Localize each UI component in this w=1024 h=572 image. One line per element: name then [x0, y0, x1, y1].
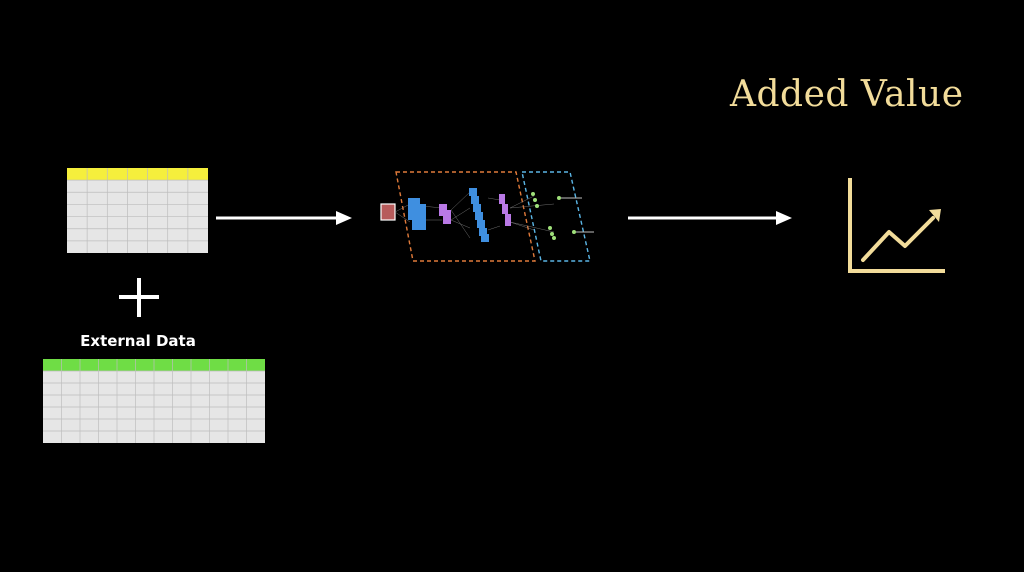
arrow-right-icon [216, 211, 352, 225]
plus-icon [119, 278, 159, 317]
primary-table-grid [67, 168, 208, 253]
arrow-right-icon [628, 211, 792, 225]
external-data-table [43, 359, 265, 443]
primary-table-header [67, 168, 208, 180]
external-table-grid [43, 359, 265, 443]
growth-chart-icon [848, 178, 945, 273]
input-image [380, 203, 396, 221]
neural-network-icon [380, 171, 594, 262]
conv-layer-1b [412, 204, 426, 230]
primary-table-body [67, 168, 208, 253]
pool-layer-stack [499, 194, 511, 226]
classifier-frame [521, 171, 591, 262]
added-value-title: Added Value [730, 74, 964, 115]
conv-layer-stack [469, 188, 489, 242]
pool-layer-1b [443, 210, 451, 224]
feature-extractor-frame [395, 171, 536, 262]
primary-data-table [67, 168, 208, 253]
network-connections [394, 191, 555, 239]
classifier-outputs [561, 197, 594, 233]
external-data-label: External Data [80, 332, 196, 350]
classifier-nodes [531, 192, 576, 240]
